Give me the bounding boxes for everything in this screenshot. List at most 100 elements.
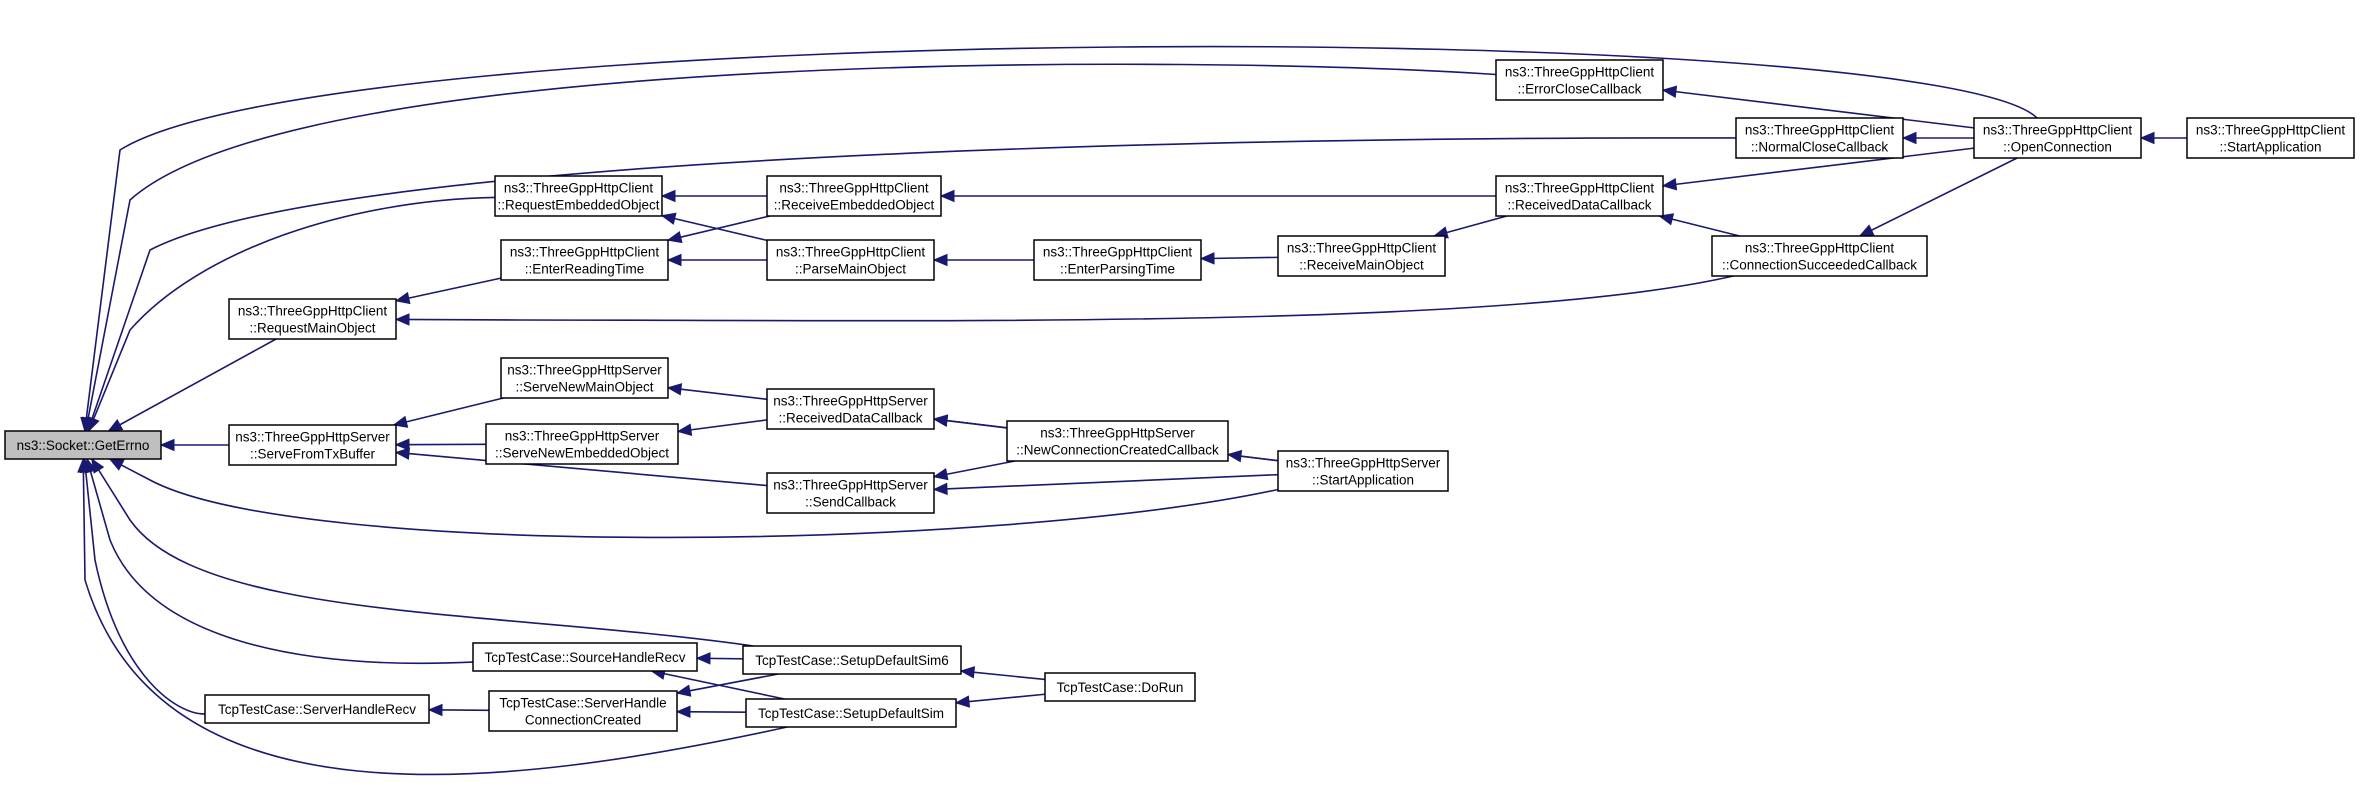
node-label-line: TcpTestCase::ServerHandle <box>499 696 666 711</box>
edge-line <box>1662 89 1975 129</box>
edge-srv_serve_main-to-srv_serve_tx <box>392 397 504 428</box>
node-label-line: ::ServeNewMainObject <box>515 380 653 395</box>
node-cli-recv-main[interactable]: ns3::ThreeGppHttpClient::ReceiveMainObje… <box>1277 235 1446 277</box>
node-cli-err-close[interactable]: ns3::ThreeGppHttpClient::ErrorCloseCallb… <box>1495 59 1664 101</box>
edge-line <box>955 693 1046 704</box>
node-cli-start-app[interactable]: ns3::ThreeGppHttpClient::StartApplicatio… <box>2186 117 2355 159</box>
arrow-head <box>1901 131 1917 145</box>
arrow-head <box>660 212 677 225</box>
node-box <box>1277 235 1446 277</box>
arrow-head <box>1226 449 1243 463</box>
edge-cli_open_conn-to-cli_err_close <box>1661 85 1975 129</box>
node-tcp-setup6[interactable]: TcpTestCase::SetupDefaultSim6 <box>742 645 962 675</box>
arrow-head <box>932 414 949 427</box>
node-label-line: ::EnterReadingTime <box>525 262 645 277</box>
edge-line <box>933 460 1015 478</box>
node-srv-serve-main[interactable]: ns3::ThreeGppHttpServer::ServeNewMainObj… <box>500 357 669 399</box>
edge-srv_serve_tx-to-root <box>159 438 229 452</box>
node-box <box>500 357 669 399</box>
node-tcp-dorun[interactable]: TcpTestCase::DoRun <box>1044 672 1196 702</box>
node-box <box>1735 117 1904 159</box>
edge-line <box>87 196 496 432</box>
arrow-head <box>392 415 409 428</box>
node-tcp-setup[interactable]: TcpTestCase::SetupDefaultSim <box>745 698 957 728</box>
edge-line <box>667 215 770 241</box>
edge-cli_parse_main-to-cli_req_emb <box>660 212 768 242</box>
node-tcp-src-recv[interactable]: TcpTestCase::SourceHandleRecv <box>472 642 698 672</box>
arrow-head <box>394 291 411 305</box>
node-label-line: ns3::ThreeGppHttpServer <box>505 429 660 444</box>
node-root[interactable]: ns3::Socket::GetErrno <box>4 430 162 460</box>
edge-line <box>661 214 768 242</box>
node-box <box>766 472 935 514</box>
arrow-head <box>1661 178 1678 191</box>
node-box <box>1495 59 1664 101</box>
edge-cli_recv_data-to-cli_recv_emb <box>939 189 1496 203</box>
edge-tcp_srv_recv-to-root <box>79 457 206 715</box>
arrow-head <box>394 313 410 326</box>
node-box <box>1044 672 1196 702</box>
node-srv-start-app[interactable]: ns3::ThreeGppHttpServer::StartApplicatio… <box>1277 450 1449 492</box>
node-tcp-srv-conn[interactable]: TcpTestCase::ServerHandleConnectionCreat… <box>488 690 678 732</box>
node-srv-recv-data[interactable]: ns3::ThreeGppHttpServer::ReceivedDataCal… <box>766 388 935 430</box>
node-box <box>1006 420 1229 462</box>
arrow-head <box>394 447 411 460</box>
edge-cli_recv_main-to-cli_enter_parse <box>1199 252 1279 265</box>
arrow-head <box>80 416 93 433</box>
edge-line <box>933 473 1279 491</box>
edge-line <box>82 458 788 776</box>
node-srv-new-conn[interactable]: ns3::ThreeGppHttpServer::NewConnectionCr… <box>1006 420 1229 462</box>
node-cli-conn-succ[interactable]: ns3::ThreeGppHttpClient::ConnectionSucce… <box>1711 235 1928 277</box>
node-cli-parse-main[interactable]: ns3::ThreeGppHttpClient::ParseMainObject <box>766 239 935 281</box>
node-box <box>766 175 942 217</box>
node-cli-enter-read[interactable]: ns3::ThreeGppHttpClient::EnterReadingTim… <box>500 239 669 281</box>
edge-srv_start_app-to-root <box>108 458 1279 539</box>
node-label-line: ns3::ThreeGppHttpClient <box>1745 123 1895 138</box>
node-cli-req-emb[interactable]: ns3::ThreeGppHttpClient::RequestEmbedded… <box>494 175 663 217</box>
node-label-line: ::ReceiveMainObject <box>1299 258 1424 273</box>
node-label-line: ns3::ThreeGppHttpClient <box>1745 241 1895 256</box>
node-tcp-srv-recv[interactable]: TcpTestCase::ServerHandleRecv <box>204 694 430 724</box>
arrow-head <box>939 189 955 203</box>
node-cli-recv-data[interactable]: ns3::ThreeGppHttpClient::ReceivedDataCal… <box>1495 175 1664 217</box>
node-cli-enter-parse[interactable]: ns3::ThreeGppHttpClient::EnterParsingTim… <box>1033 239 1202 281</box>
edge-cli_start_app-to-cli_open_conn <box>2139 131 2187 145</box>
node-box <box>766 388 935 430</box>
node-srv-serve-emb[interactable]: ns3::ThreeGppHttpServer::ServeNewEmbedde… <box>485 423 679 465</box>
edge-line <box>395 451 768 487</box>
edge-line <box>108 338 277 432</box>
node-box <box>2186 117 2355 159</box>
node-cli-recv-emb[interactable]: ns3::ThreeGppHttpClient::ReceiveEmbedded… <box>766 175 942 217</box>
node-label-line: ::ErrorCloseCallback <box>1518 82 1642 97</box>
node-label-line: ConnectionCreated <box>525 713 641 728</box>
edge-tcp_srv_conn-to-tcp_srv_recv <box>427 703 490 717</box>
edge-cli_recv_data-to-cli_recv_main <box>1432 215 1508 239</box>
edge-tcp_dorun-to-tcp_setup <box>954 693 1046 708</box>
node-label-line: ::ReceivedDataCallback <box>1507 198 1651 213</box>
node-label-line: ns3::ThreeGppHttpServer <box>507 363 662 378</box>
node-label-line: ::RequestEmbeddedObject <box>497 198 659 213</box>
node-label-line: ::StartApplication <box>1312 473 1414 488</box>
node-cli-norm-close[interactable]: ns3::ThreeGppHttpClient::NormalCloseCall… <box>1735 117 1904 159</box>
node-label-line: TcpTestCase::SourceHandleRecv <box>484 650 685 665</box>
node-cli-req-main[interactable]: ns3::ThreeGppHttpClient::RequestMainObje… <box>228 298 397 340</box>
node-label-line: ns3::ThreeGppHttpClient <box>1505 65 1655 80</box>
arrow-head <box>932 482 948 496</box>
node-box <box>4 430 162 460</box>
node-srv-send-cb[interactable]: ns3::ThreeGppHttpServer::SendCallback <box>766 472 935 514</box>
edge-srv_start_app-to-srv_new_conn <box>1226 449 1279 463</box>
node-box <box>472 642 698 672</box>
node-srv-serve-tx[interactable]: ns3::ThreeGppHttpServer::ServeFromTxBuff… <box>228 424 397 466</box>
edge-tcp_src_recv-to-root <box>84 457 474 665</box>
arrow-head <box>954 695 971 708</box>
edge-line <box>1859 157 2018 237</box>
edge-cli_open_conn-to-cli_recv_data <box>1661 147 1975 191</box>
arrow-head <box>675 684 692 697</box>
edge-line <box>84 63 1497 432</box>
node-label-line: ns3::ThreeGppHttpClient <box>1505 181 1655 196</box>
arrow-head <box>2139 131 2155 145</box>
node-label-line: ns3::ThreeGppHttpServer <box>1286 456 1441 471</box>
node-cli-open-conn[interactable]: ns3::ThreeGppHttpClient::OpenConnection <box>1973 117 2142 159</box>
node-label-line: ns3::ThreeGppHttpClient <box>238 304 388 319</box>
